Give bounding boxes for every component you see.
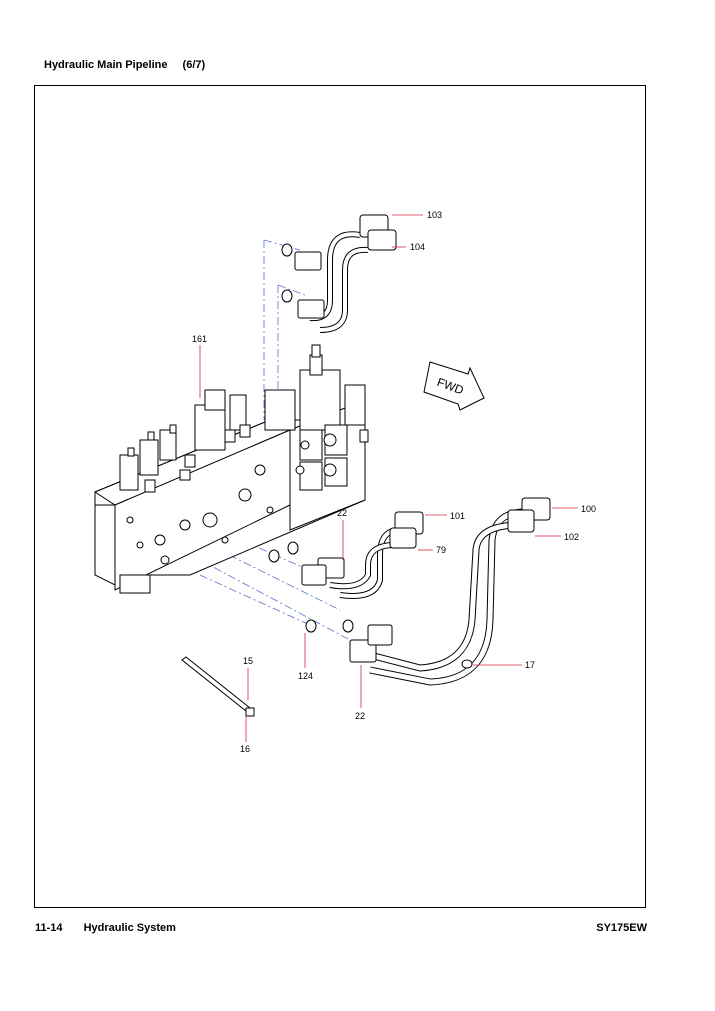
callout-labels: 103 104 161 22 101 100 102 79 15 124 17 … (192, 210, 596, 754)
middle-pipe-assembly (268, 511, 424, 599)
callout-102: 102 (564, 532, 579, 542)
page-part-indicator: (6/7) (182, 59, 206, 71)
page-header: Hydraulic Main Pipeline (6/7) (44, 59, 205, 71)
callout-79: 79 (436, 545, 446, 555)
page-footer-left: 11-14 Hydraulic System (35, 922, 176, 934)
section-name: Hydraulic System (83, 922, 176, 934)
model-name: SY175EW (596, 922, 647, 934)
callout-104: 104 (410, 242, 425, 252)
control-valve-block (93, 344, 369, 594)
cable-tie (181, 656, 255, 717)
leader-lines (199, 214, 578, 742)
callout-124: 124 (298, 671, 313, 681)
upper-pipe-assembly (281, 214, 397, 333)
page-number: 11-14 (35, 922, 63, 934)
callout-15: 15 (243, 656, 253, 666)
page-title: Hydraulic Main Pipeline (44, 59, 168, 71)
callout-17: 17 (525, 660, 535, 670)
callout-22-upper: 22 (337, 508, 347, 518)
lower-pipe-assembly (305, 497, 551, 686)
callout-161: 161 (192, 334, 207, 344)
callout-103: 103 (427, 210, 442, 220)
callout-101: 101 (450, 511, 465, 521)
diagram-frame (34, 85, 646, 908)
callout-100: 100 (581, 504, 596, 514)
forward-direction-arrow: FWD (423, 361, 485, 411)
callout-16: 16 (240, 744, 250, 754)
callout-22-lower: 22 (355, 711, 365, 721)
